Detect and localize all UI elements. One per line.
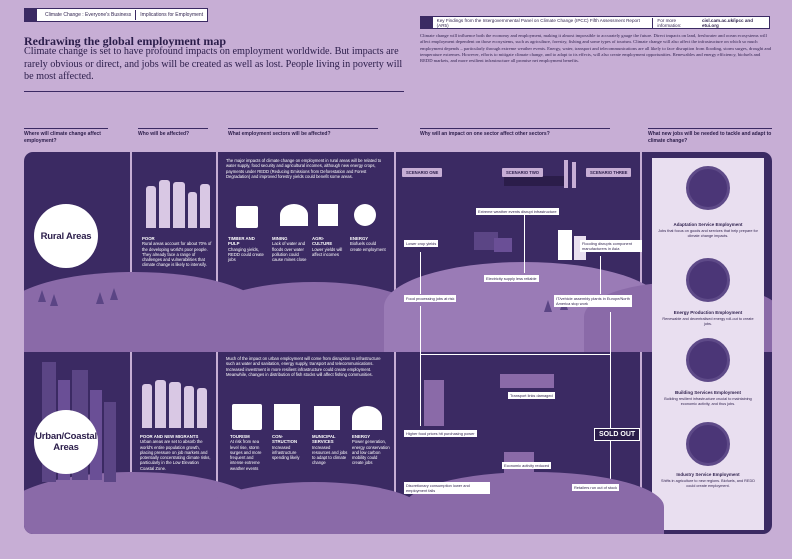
it-vehicle-box: IT/vehicle assembly plants in Europe/Nor… — [554, 295, 632, 307]
urban-energy-desc: Power generation, energy conservation an… — [352, 439, 390, 466]
intro-text: Climate change will influence both the e… — [420, 33, 772, 64]
header-tab-left: Climate Change : Everyone's Business — [45, 12, 132, 18]
urban-energy-title: ENERGY — [352, 434, 371, 439]
rural-agriculture-title: AGRI-CULTURE — [312, 236, 333, 247]
urban-energy: ENERGY Power generation, energy conserva… — [352, 434, 390, 466]
rural-energy: ENERGY Biofuels could create employment — [350, 236, 386, 252]
rural-mining-desc: Lack of water and floods over water poll… — [272, 241, 307, 263]
rural-sectors-intro: The major impacts of climate change on e… — [226, 158, 382, 179]
food-prices-box: Higher food prices hit purchasing power — [404, 430, 477, 437]
more-info-label: For more information: — [652, 17, 700, 28]
col-header-why: Why will an impact on one sector affect … — [420, 128, 610, 138]
rural-poor-title: POOR — [142, 236, 155, 241]
rural-agriculture: AGRI-CULTURE Lower yields will affect in… — [312, 236, 344, 257]
rural-poor-text: POOR Rural areas account for about 70% o… — [142, 236, 212, 268]
col-header-who: Who will be affected? — [138, 128, 208, 138]
new-job-4-title: Industry Service Employment — [676, 472, 740, 477]
urban-tourism-desc: At risk from sea level rise, storm surge… — [230, 439, 262, 471]
electricity-box: Electricity supply less reliable — [484, 275, 539, 282]
flooding-box: Flooding disrupts component manufacturer… — [580, 240, 642, 252]
urban-municipal: MUNICIPAL SERVICES Increased resources a… — [312, 434, 348, 466]
urban-construction-title: CON-STRUCTION — [272, 434, 298, 445]
header-tab: Climate Change : Everyone's Business Imp… — [24, 8, 209, 22]
scenario-one-tag: SCENARIO ONE — [402, 168, 443, 177]
rural-poor-desc: Rural areas account for about 70% of the… — [142, 241, 212, 268]
report-bar-text: Key Findings from the Intergovernmental … — [436, 17, 640, 28]
new-job-3-title: Building Services Employment — [674, 390, 742, 395]
new-job-1-title: Adaptation Service Employment — [673, 222, 743, 227]
lead-text: Climate change is set to have profound i… — [24, 46, 403, 82]
header-tab-right: Implications for Employment — [140, 12, 204, 18]
new-job-3-desc: Building resilient infrastructure crucia… — [664, 397, 752, 406]
lightning-icon — [686, 258, 730, 302]
rural-energy-title: ENERGY — [350, 236, 369, 241]
new-job-1-desc: Jobs that focus on goods and services th… — [658, 229, 758, 238]
building-icon — [686, 338, 730, 382]
logo-icon — [25, 9, 37, 21]
rural-timber: TIMBER AND PULP Changing yields, REDD co… — [228, 236, 264, 262]
urban-poor-text: POOR AND NEW MIGRANTS Urban areas are se… — [140, 434, 212, 471]
col-header-where: Where will climate change affect employm… — [24, 128, 108, 144]
urban-construction: CON-STRUCTION Increased infrastructure s… — [272, 434, 306, 460]
col-header-what: What employment sectors will be affected… — [228, 128, 378, 138]
rural-areas-label: Rural Areas — [34, 204, 98, 268]
new-job-2-title: Energy Production Employment — [673, 310, 743, 315]
urban-sectors-intro: Much of the impact on urban employment w… — [226, 356, 381, 377]
urban-municipal-desc: Increased resources and jobs to adapt to… — [312, 444, 348, 466]
food-processing-box: Food processing jobs at risk — [404, 295, 457, 302]
more-info-links[interactable]: cisl.cam.ac.uk/ipcc and etui.org — [701, 17, 754, 28]
urban-poor-desc: Urban areas are set to absorb the world'… — [140, 439, 211, 471]
transport-box: Transport links damaged — [508, 392, 555, 399]
people-icon — [686, 166, 730, 210]
urban-poor-title: POOR AND NEW MIGRANTS — [140, 434, 199, 439]
rural-energy-desc: Biofuels could create employment — [350, 241, 386, 252]
report-bar: Key Findings from the Intergovernmental … — [420, 16, 770, 29]
rural-mining: MINING Lack of water and floods over wat… — [272, 236, 310, 262]
scenario-two-tag: SCENARIO TWO — [502, 168, 544, 177]
rural-timber-desc: Changing yields, REDD could create jobs — [228, 246, 264, 263]
lower-crop-box: Lower crop yields — [404, 240, 439, 247]
col-header-new: What new jobs will be needed to tackle a… — [648, 128, 772, 144]
urban-construction-desc: Increased infrastructure spending likely — [272, 444, 300, 461]
rural-agriculture-desc: Lower yields will affect incomes — [312, 246, 343, 257]
report-logo-icon — [421, 17, 433, 28]
new-job-4-desc: Shifts in agriculture to new regions. Bi… — [661, 479, 755, 488]
extreme-weather-box: Extreme weather events disrupt infrastru… — [476, 208, 559, 215]
rural-timber-title: TIMBER AND PULP — [228, 236, 255, 247]
rural-mining-title: MINING — [272, 236, 288, 241]
divider — [24, 91, 404, 92]
scenario-three-tag: SCENARIO THREE — [586, 168, 632, 177]
map-panel: Rural Areas POOR Rural areas account for… — [24, 152, 772, 534]
sold-out-sign: SOLD OUT — [594, 428, 641, 441]
hexagon-icon — [686, 422, 730, 466]
economic-activity-box: Economic activity reduced — [502, 462, 552, 469]
new-job-2-desc: Renewable and decentralised energy roll-… — [662, 317, 754, 326]
page-title: Redrawing the global employment map — [24, 34, 226, 48]
urban-tourism-title: TOURISM — [230, 434, 250, 439]
discretionary-box: Discretionary consumption lower and empl… — [404, 482, 490, 494]
urban-areas-label: Urban/Coastal Areas — [34, 410, 98, 474]
urban-tourism: TOURISM At risk from sea level rise, sto… — [230, 434, 266, 471]
retailers-box: Retailers run out of stock — [572, 484, 620, 491]
urban-municipal-title: MUNICIPAL SERVICES — [312, 434, 336, 445]
